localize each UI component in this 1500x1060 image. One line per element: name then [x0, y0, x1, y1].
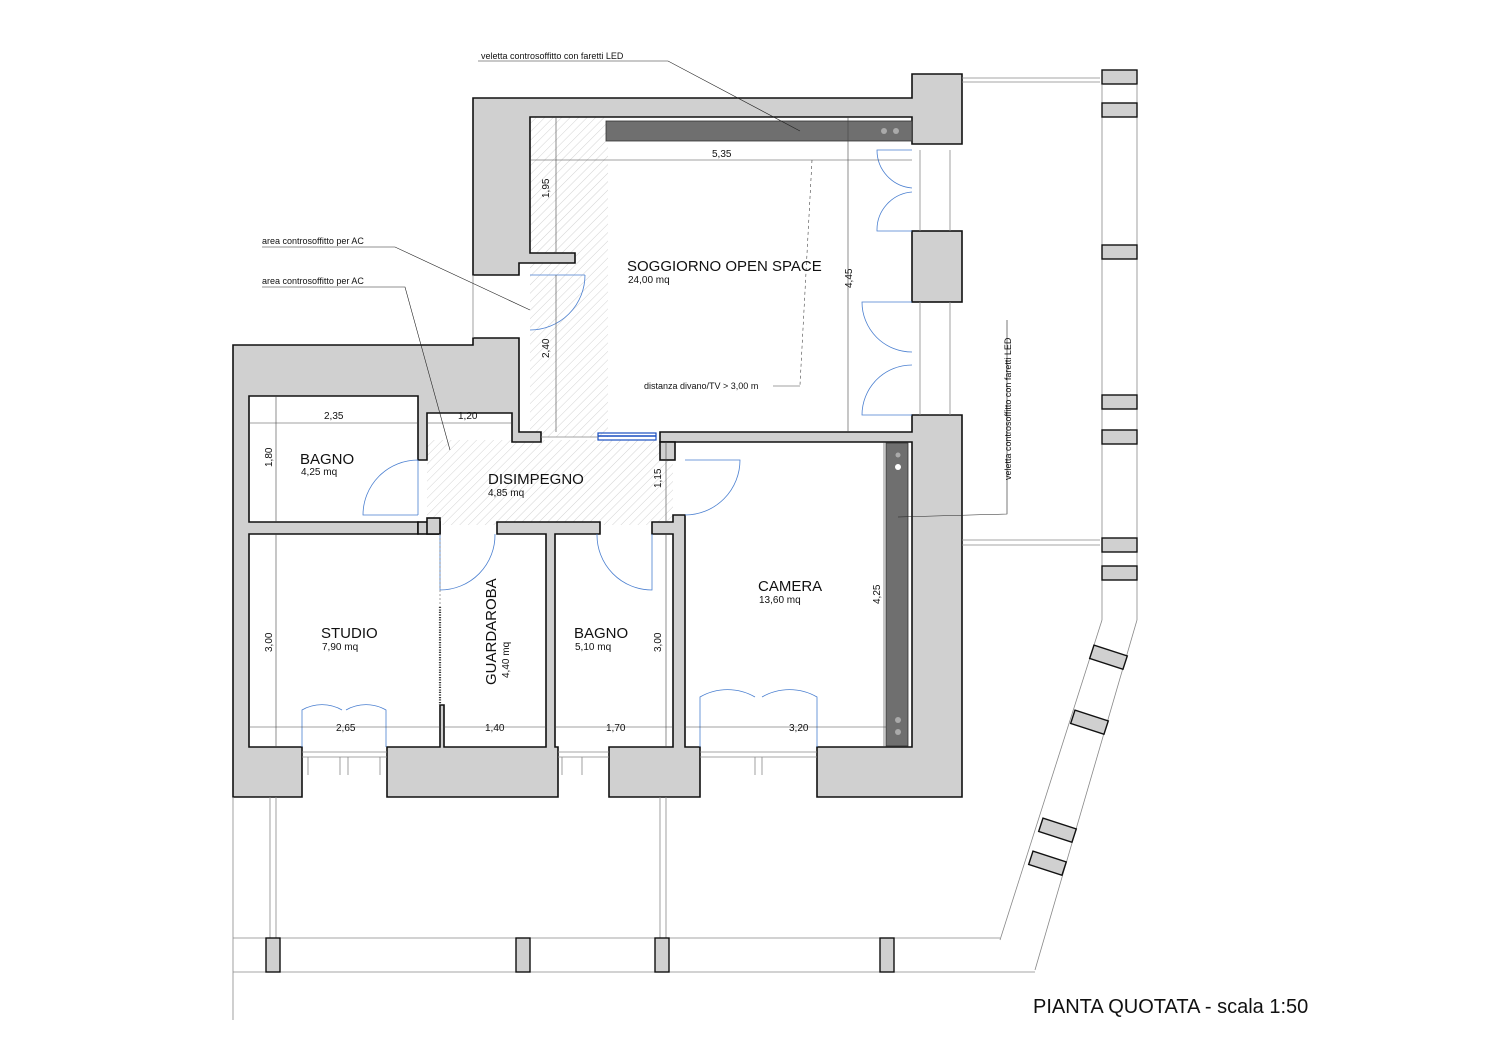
sliding-door	[541, 432, 657, 441]
room-name-studio: STUDIO	[321, 625, 378, 642]
room-area-camera: 13,60 mq	[759, 595, 801, 606]
dim-studio-height: 3,00	[264, 632, 275, 652]
door-studio-window	[301, 704, 387, 747]
wall-camera-upper-stub	[659, 441, 676, 461]
dim-soggiorno-left-bottom: 2,40	[541, 338, 552, 358]
wall-camera	[659, 414, 963, 798]
dim-soggiorno-height: 4,45	[844, 268, 855, 288]
leaders	[262, 60, 1008, 518]
dim-studio-width: 2,65	[336, 723, 356, 734]
ac-area-soggiorno	[530, 117, 608, 437]
room-area-bagno1: 4,25 mq	[301, 467, 337, 478]
dim-disimpegno-height: 1,15	[653, 468, 664, 488]
dim-camera-height: 4,25	[872, 584, 883, 604]
dim-bagno2-width: 1,70	[606, 723, 626, 734]
terrace-lines	[232, 77, 1138, 1020]
doors	[301, 149, 913, 747]
door-camera	[684, 459, 741, 516]
led-strip-camera	[885, 442, 909, 747]
room-name-guardaroba: GUARDAROBA	[483, 578, 500, 685]
room-area-studio: 7,90 mq	[322, 642, 358, 653]
door-soggiorno-window-2	[861, 301, 913, 416]
note-ac-2: area controsoffitto per AC	[262, 276, 364, 286]
dimension-lines	[249, 117, 912, 747]
room-area-soggiorno: 24,00 mq	[628, 275, 670, 286]
door-soggiorno-entry	[529, 274, 586, 331]
wall-disimpegno-stub	[426, 517, 441, 535]
terrace-pillars	[265, 69, 1138, 973]
dim-guardaroba-width: 1,40	[485, 723, 505, 734]
room-name-bagno2: BAGNO	[574, 625, 628, 642]
door-camera-window	[699, 689, 818, 747]
door-studio	[439, 533, 496, 591]
wall-bottom-middle	[386, 521, 601, 798]
notes: veletta controsoffitto con faretti LED v…	[262, 51, 1013, 480]
dim-disimpegno-width: 1,20	[458, 411, 478, 422]
dim-camera-width: 3,20	[789, 723, 809, 734]
wall-camera-left	[608, 514, 701, 798]
room-area-disimpegno: 4,85 mq	[488, 488, 524, 499]
room-labels: SOGGIORNO OPEN SPACE 24,00 mq BAGNO 4,25…	[300, 258, 822, 685]
walls	[232, 73, 963, 798]
wall-pillar-right	[911, 230, 963, 303]
room-name-bagno1: BAGNO	[300, 451, 354, 468]
door-bagno1	[362, 459, 419, 516]
led-strips	[605, 120, 913, 747]
note-ac-1: area controsoffitto per AC	[262, 236, 364, 246]
wall-soggiorno-top-left	[472, 73, 963, 276]
dimension-labels: 5,35 4,45 1,95 2,40 2,35 1,80 1,20 1,15 …	[264, 149, 883, 734]
dim-soggiorno-width: 5,35	[712, 149, 732, 160]
room-name-soggiorno: SOGGIORNO OPEN SPACE	[627, 258, 822, 275]
note-distanza: distanza divano/TV > 3,00 m	[644, 381, 758, 391]
note-veletta-right: veletta controsoffitto con faretti LED	[1003, 337, 1013, 480]
led-strip-soggiorno	[605, 120, 913, 142]
room-area-bagno2: 5,10 mq	[575, 642, 611, 653]
room-name-camera: CAMERA	[758, 578, 822, 595]
plan-title: PIANTA QUOTATA - scala 1:50	[1033, 996, 1308, 1018]
dim-bagno1-height: 1,80	[264, 447, 275, 467]
dim-bagno1-width: 2,35	[324, 411, 344, 422]
dim-bagno2-height: 3,00	[653, 632, 664, 652]
door-soggiorno-window-1	[876, 149, 913, 232]
room-area-guardaroba: 4,40 mq	[501, 642, 512, 678]
door-bagno2	[596, 533, 653, 591]
note-veletta-top: veletta controsoffitto con faretti LED	[481, 51, 624, 61]
ac-area-disimpegno	[427, 440, 673, 525]
dim-soggiorno-left-top: 1,95	[541, 178, 552, 198]
ac-ceiling-areas	[427, 117, 673, 525]
room-name-disimpegno: DISIMPEGNO	[488, 471, 584, 488]
